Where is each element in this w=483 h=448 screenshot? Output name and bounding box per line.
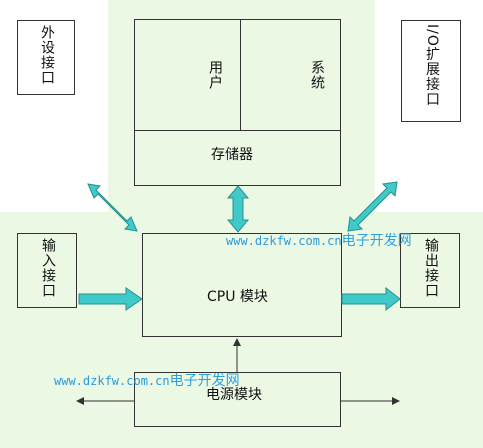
io-expansion-port-label: I/O扩展接口: [424, 24, 440, 107]
memory-cpu-double-arrow: [226, 185, 250, 233]
input-cpu-arrow: [78, 287, 143, 311]
memory-title-row: [134, 130, 341, 186]
io-expansion-port-box: [401, 20, 461, 122]
output-port-box: [400, 233, 460, 308]
watermark-top-text: 电子开发网: [341, 233, 412, 249]
power-module-box: [134, 372, 341, 427]
watermark-bottom: www.dzkfw.com.cn电子开发网: [54, 370, 240, 390]
input-port-box: [17, 233, 77, 308]
cpu-output-arrow: [341, 286, 401, 312]
power-module-label: 电源模块: [206, 387, 262, 403]
watermark-top-url: www.dzkfw.com.cn: [226, 234, 342, 248]
watermark-top: www.dzkfw.com.cn电子开发网: [226, 230, 412, 250]
background-panel-top: [108, 0, 375, 212]
memory-title: 存储器: [211, 147, 253, 163]
power-right-arrowhead: [392, 397, 400, 405]
memory-divider: [240, 19, 241, 131]
io-cpu-double-arrow: [347, 181, 398, 232]
cpu-module-box: [142, 233, 342, 337]
watermark-bottom-url: www.dzkfw.com.cn: [54, 374, 170, 388]
output-port-label: 输出接口: [423, 238, 439, 298]
input-port-label: 输入接口: [40, 238, 56, 298]
memory-user-label: 用户: [207, 60, 223, 90]
watermark-bottom-text: 电子开发网: [169, 373, 240, 389]
peripheral-cpu-double-arrow: [87, 183, 138, 232]
memory-system-label: 系统: [309, 60, 325, 90]
power-left-arrowhead: [76, 397, 84, 405]
peripheral-port-label: 外设接口: [39, 25, 55, 85]
power-cpu-arrowhead: [233, 338, 241, 346]
cpu-module-label: CPU 模块: [207, 289, 268, 305]
background-panel-bottom: [0, 212, 483, 448]
peripheral-port-box: [17, 20, 75, 95]
